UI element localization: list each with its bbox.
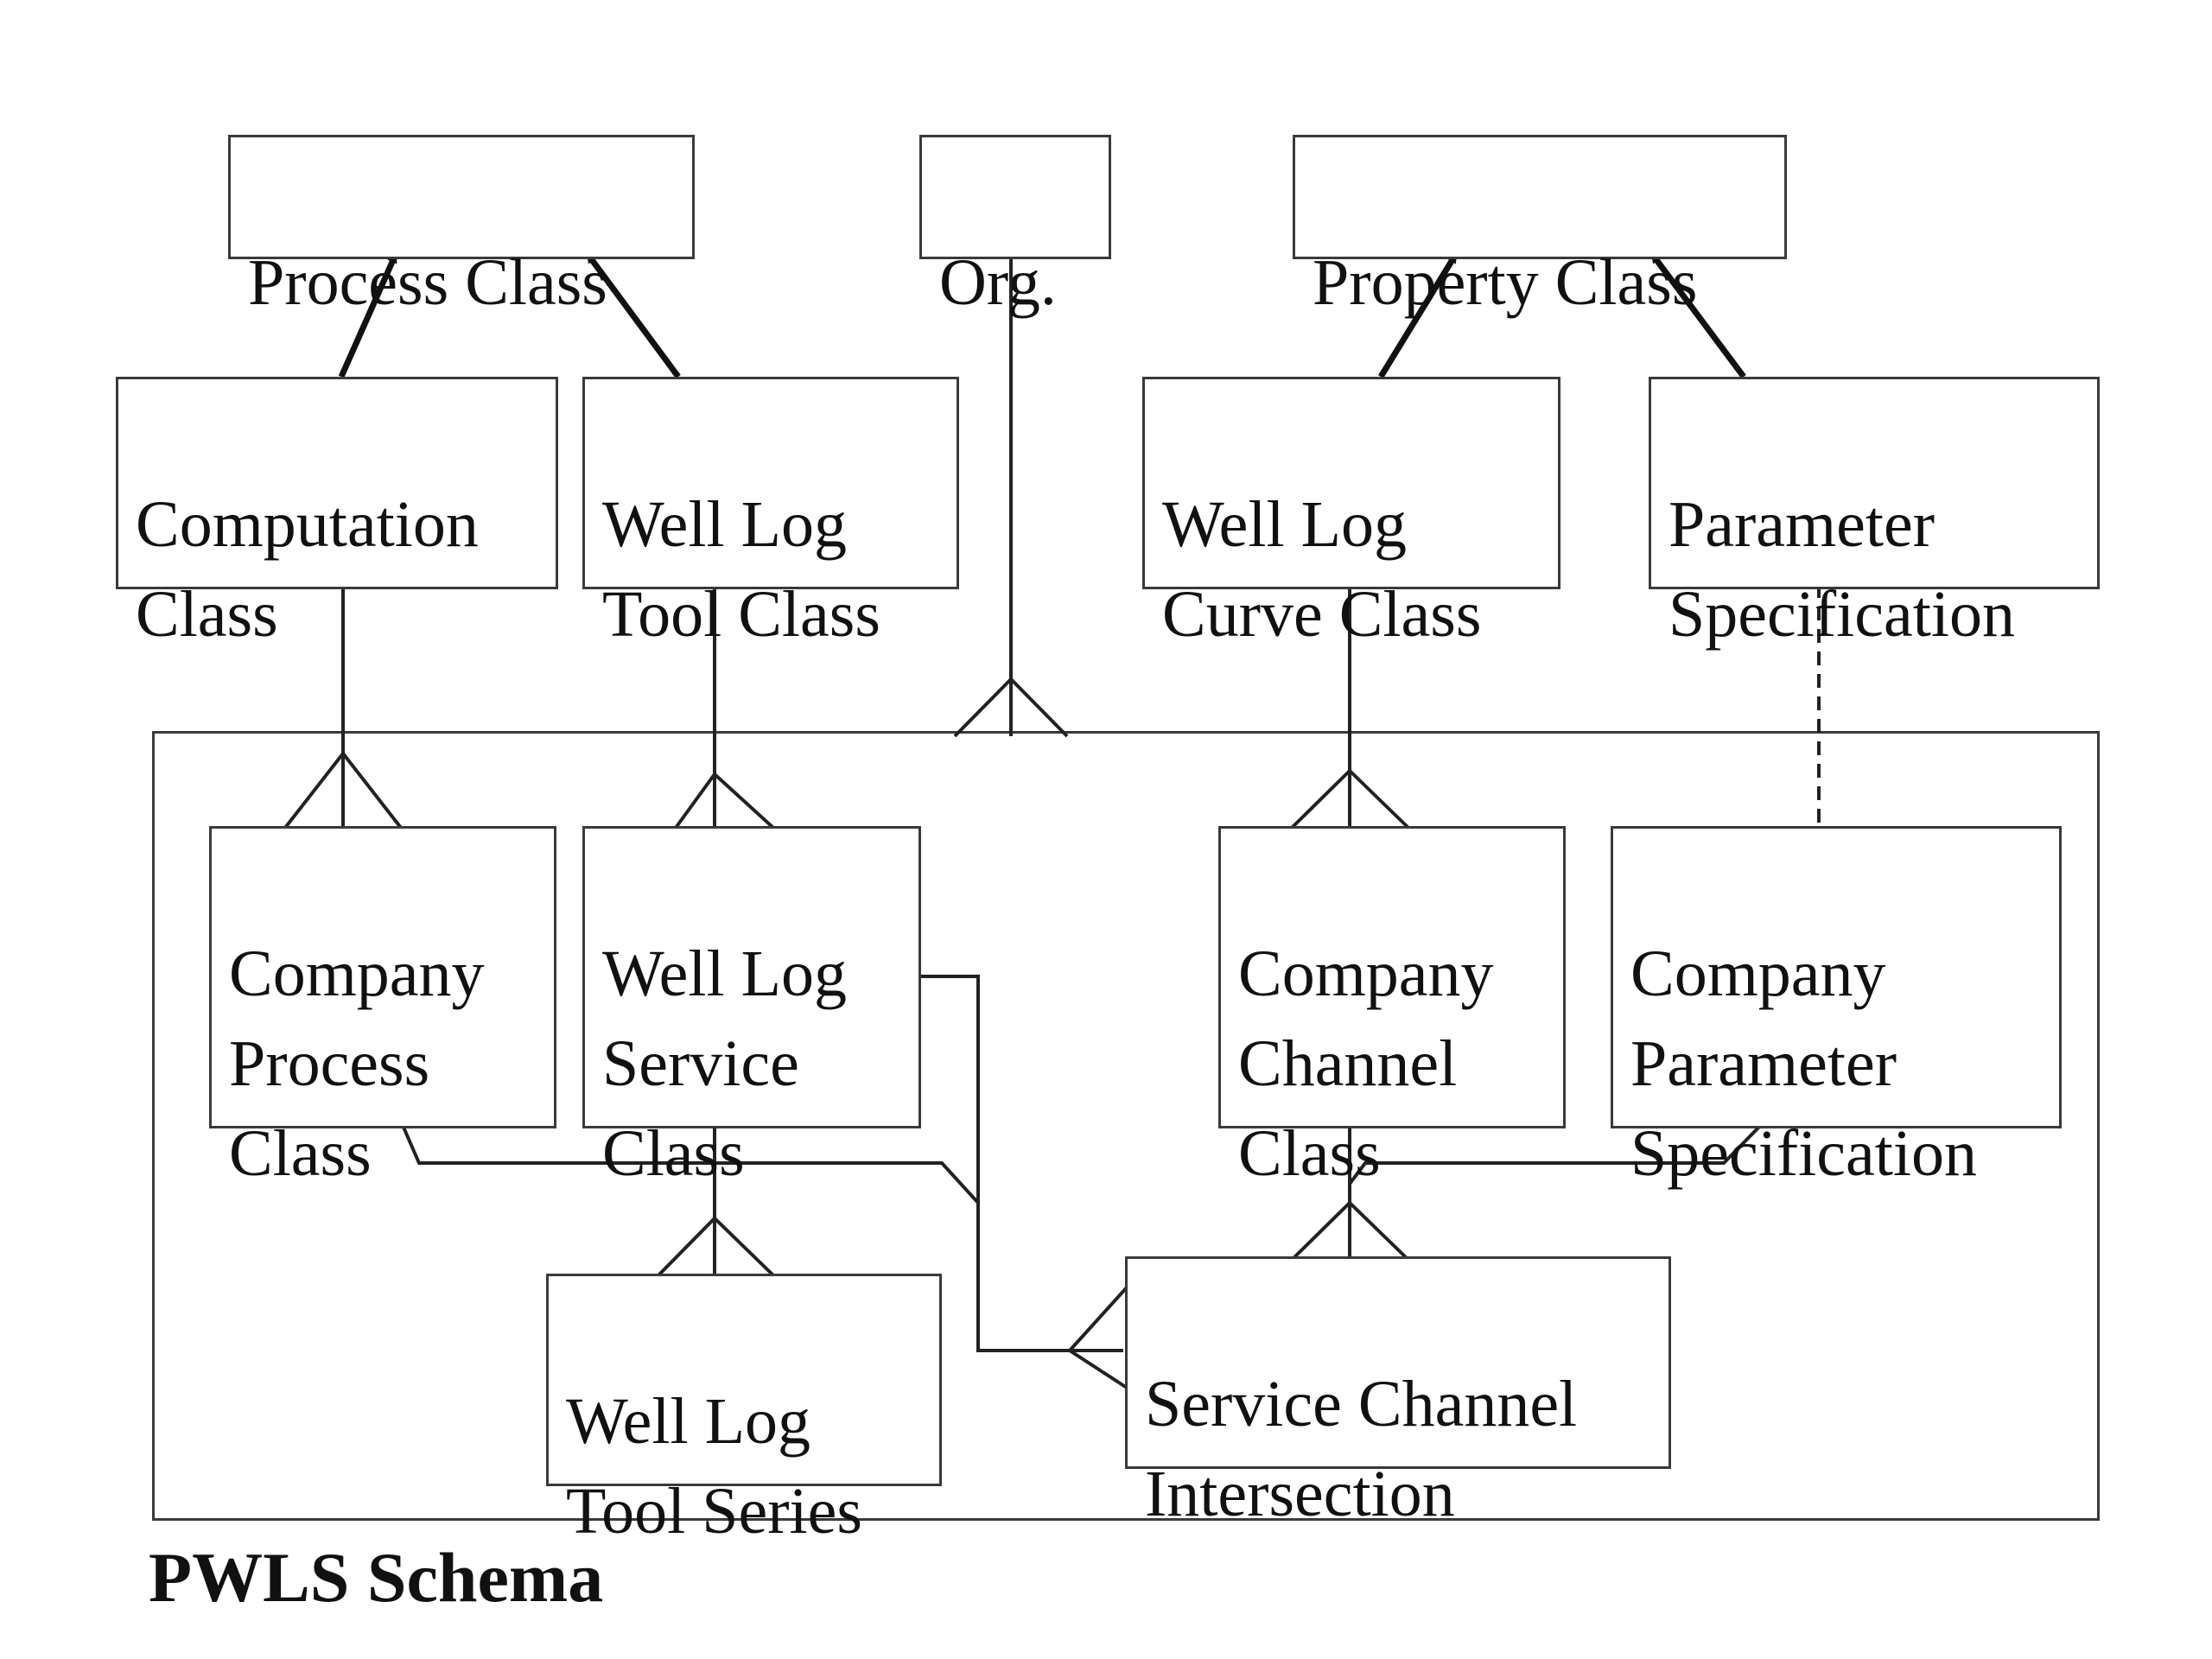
crows-foot-intersection-top [1290, 1200, 1410, 1262]
org-box: Org. [919, 135, 1111, 319]
line-service-to-intersection [918, 975, 1123, 1352]
inheritance-arrows [338, 251, 1746, 379]
property-class-box: Property Class [1293, 135, 1787, 319]
computation-class-box: Computation Class [116, 377, 558, 651]
company-parameter-specification-label: Company Parameter Specification [1630, 938, 1977, 1190]
company-process-class-box: Company Process Class [209, 826, 556, 1190]
crows-foot-channel-class [1290, 768, 1410, 830]
crows-foot-company-process [283, 750, 403, 830]
relationship-lines-group [283, 251, 1821, 1389]
arrow-parameter-spec-to-property-class [1649, 251, 1746, 379]
computation-class-label: Computation Class [136, 488, 479, 651]
crows-foot-org [953, 677, 1069, 738]
line-parameter-to-channel [1348, 1122, 1764, 1185]
well-log-service-class-label: Well Log Service Class [602, 938, 848, 1190]
schema-title: PWLS Schema [149, 1538, 604, 1617]
org-label: Org. [939, 246, 1057, 319]
company-parameter-specification-box: Company Parameter Specification [1611, 826, 2062, 1190]
well-log-tool-class-box: Well Log Tool Class [582, 377, 959, 651]
parameter-specification-label: Parameter Specification [1669, 488, 2015, 651]
well-log-tool-class-label: Well Log Tool Class [602, 488, 880, 651]
arrow-curve-class-to-property-class [1378, 252, 1459, 378]
line-company-process-connector [400, 1122, 980, 1205]
service-channel-intersection-box: Service Channel Intersection [1125, 1256, 1671, 1530]
parameter-specification-box: Parameter Specification [1649, 377, 2100, 651]
company-channel-class-label: Company Channel Class [1238, 938, 1494, 1190]
company-process-class-label: Company Process Class [229, 938, 485, 1190]
process-class-box: Process Class [228, 135, 695, 319]
pwls-schema-frame [152, 731, 2100, 1521]
crows-foot-service-class [674, 772, 775, 830]
crows-foot-tool-series [657, 1216, 775, 1277]
well-log-tool-series-label: Well Log Tool Series [566, 1385, 862, 1548]
arrow-computation-to-process-class [338, 252, 399, 378]
arrow-tool-class-to-process-class [585, 251, 681, 379]
property-class-label: Property Class [1313, 246, 1698, 319]
company-channel-class-box: Company Channel Class [1218, 826, 1566, 1190]
well-log-service-class-box: Well Log Service Class [582, 826, 921, 1190]
service-channel-intersection-label: Service Channel Intersection [1145, 1368, 1578, 1530]
well-log-tool-series-box: Well Log Tool Series [546, 1274, 942, 1548]
well-log-curve-class-box: Well Log Curve Class [1142, 377, 1560, 651]
well-log-curve-class-label: Well Log Curve Class [1162, 488, 1482, 651]
crows-foot-intersection-left [1066, 1286, 1128, 1389]
process-class-label: Process Class [248, 246, 607, 319]
